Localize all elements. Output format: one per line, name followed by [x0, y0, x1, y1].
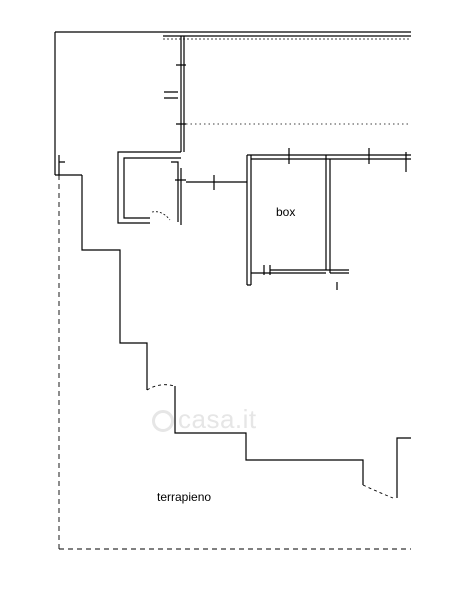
- watermark-text: casa.it: [178, 404, 257, 434]
- casa-it-watermark: casa.it: [152, 404, 257, 434]
- box-top-wall: [247, 154, 411, 160]
- box-bottom-wall: [251, 269, 326, 274]
- left-wall-corner-mark: [58, 155, 65, 175]
- stepped-wall: [81, 175, 148, 390]
- box-top-ticks: [288, 148, 407, 172]
- service-door-arc: [151, 211, 171, 221]
- room-label-box: box: [276, 205, 296, 219]
- service-room-outer: [117, 151, 181, 224]
- stepped-wall-gap-arc: [146, 384, 175, 391]
- box-bottom-left: [247, 265, 338, 290]
- stepped-wall-lower-arc: [362, 484, 394, 499]
- box-divider-wall: [325, 155, 331, 273]
- service-room-inner: [123, 157, 181, 219]
- service-room-right: [171, 161, 186, 225]
- stepped-wall-end: [396, 437, 411, 498]
- casa-it-logo-icon: [152, 410, 174, 432]
- wall-ticks: [164, 64, 186, 125]
- stepped-wall-lower: [174, 386, 364, 485]
- box-bottom-right-wall: [326, 269, 349, 274]
- box-left-wall: [246, 155, 252, 285]
- area-label-terrapieno: terrapieno: [157, 490, 212, 504]
